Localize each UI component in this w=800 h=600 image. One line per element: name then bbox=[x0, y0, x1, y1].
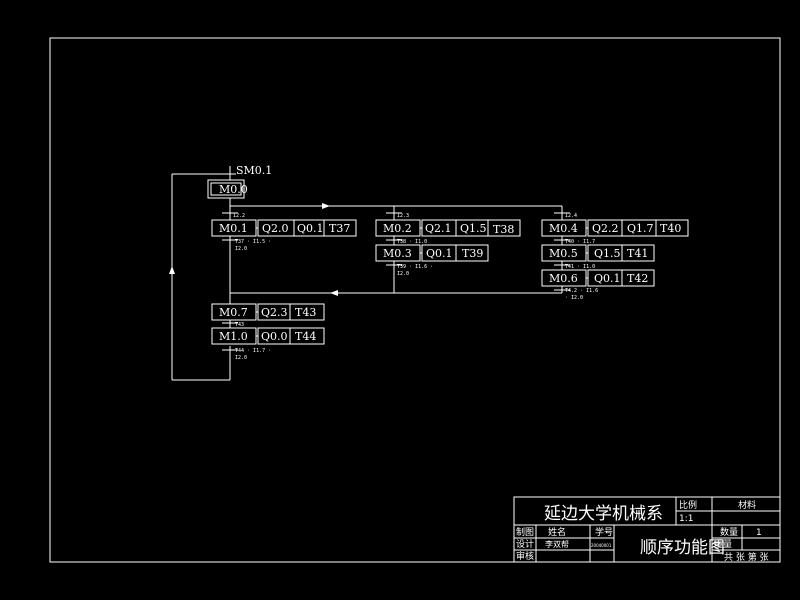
action-label: Q2.0 bbox=[262, 222, 289, 235]
transition-label: I2.0 bbox=[235, 355, 247, 361]
id-label: 学号 bbox=[595, 526, 613, 538]
left-branch: SM0.1 M0.0 I2.2 M0.1 Q2.0 Q0.1 T37 T37 ·… bbox=[169, 164, 357, 381]
action-m02-3 bbox=[487, 219, 521, 237]
designer-label: 设计 bbox=[516, 538, 534, 550]
transition-label: · I2.0 bbox=[565, 295, 583, 301]
transition-label: I2.0 bbox=[235, 246, 247, 252]
transition-label: I2.0 bbox=[397, 271, 409, 277]
drawing-frame bbox=[49, 37, 781, 563]
action-label: T42 bbox=[627, 272, 648, 285]
weight-label: 重量 bbox=[714, 538, 732, 550]
action-label: T44 bbox=[295, 330, 316, 343]
start-signal-label: SM0.1 bbox=[236, 164, 272, 177]
action-label: Q1.5 bbox=[460, 222, 487, 235]
step-m03-label: M0.3 bbox=[383, 247, 412, 260]
action-label: T37 bbox=[329, 222, 350, 235]
action-m10-2 bbox=[289, 327, 325, 345]
transition-label: T37 · I1.5 · bbox=[235, 239, 271, 245]
reviewer-label: 审核 bbox=[516, 550, 534, 562]
action-label: Q2.1 bbox=[425, 222, 452, 235]
qty-value: 1 bbox=[756, 528, 762, 538]
transition-label: T43 bbox=[235, 322, 244, 328]
action-label: Q1.5 bbox=[594, 247, 621, 260]
transition-label: T4.2 · I1.6 bbox=[565, 288, 598, 294]
drafter-label: 制图 bbox=[516, 526, 534, 538]
org-name: 延边大学机械系 bbox=[544, 504, 663, 524]
transition-label: I2.4 bbox=[565, 213, 577, 219]
step-m06-label: M0.6 bbox=[549, 272, 578, 285]
action-m04-3 bbox=[655, 219, 689, 237]
action-m06-2 bbox=[621, 269, 655, 287]
step-m10-label: M1.0 bbox=[219, 330, 248, 343]
transition-label: T39 · I1.6 · bbox=[397, 264, 433, 270]
step-m07-label: M0.7 bbox=[219, 306, 248, 319]
step-m00-inner bbox=[210, 182, 242, 196]
qty-label: 数量 bbox=[720, 526, 738, 538]
step-m01-label: M0.1 bbox=[219, 222, 248, 235]
action-label: T41 bbox=[627, 247, 648, 260]
action-m07-2 bbox=[289, 303, 325, 321]
action-label: T43 bbox=[295, 306, 316, 319]
action-m01-3 bbox=[323, 219, 357, 237]
drawing-title: 顺序功能图 bbox=[640, 538, 725, 558]
step-m02-label: M0.2 bbox=[383, 222, 412, 235]
middle-branch: I2.3 M0.2 Q2.1 Q1.5 T38 T38 · I1.0 M0.3 … bbox=[375, 206, 521, 293]
step-m00-label: M0.0 bbox=[219, 183, 248, 196]
action-label: Q0.1 bbox=[426, 247, 453, 260]
transition-label: I2.3 bbox=[397, 213, 409, 219]
transition-label: T41 · I1.0 bbox=[565, 264, 595, 270]
action-label: Q0.1 bbox=[297, 222, 324, 235]
action-label: T38 bbox=[493, 223, 514, 236]
action-label: Q1.7 bbox=[627, 222, 654, 235]
name-label: 姓名 bbox=[548, 526, 566, 538]
designer-name: 李双帮 bbox=[545, 539, 569, 549]
transition-label: I2.2 bbox=[233, 213, 245, 219]
flow-arrow-icon bbox=[322, 203, 330, 209]
flow-arrow-icon bbox=[330, 290, 338, 296]
transition-label: T44 · I1.7 · bbox=[235, 348, 271, 354]
scale-value: 1:1 bbox=[679, 514, 693, 524]
sheet-label: 共 张 第 张 bbox=[724, 551, 769, 563]
action-label: T39 bbox=[462, 247, 483, 260]
title-block: 延边大学机械系 比例 1:1 材料 制图 姓名 学号 设计 李双帮 200400… bbox=[513, 496, 781, 563]
action-label: Q2.3 bbox=[261, 306, 288, 319]
transition-label: T40 · I1.7 bbox=[565, 239, 595, 245]
material-label: 材料 bbox=[738, 499, 756, 511]
right-branch: I2.4 M0.4 Q2.2 Q1.7 T40 T40 · I1.7 M0.5 … bbox=[541, 206, 689, 301]
action-m05-2 bbox=[621, 244, 655, 262]
action-m03-2 bbox=[455, 244, 489, 262]
action-label: Q2.2 bbox=[592, 222, 619, 235]
action-label: T40 bbox=[660, 222, 681, 235]
loop-arrow-icon bbox=[169, 266, 175, 274]
transition-label: T38 · I1.0 bbox=[397, 239, 427, 245]
action-label: Q0.1 bbox=[594, 272, 621, 285]
student-id: 20040001 bbox=[591, 543, 612, 548]
action-label: Q0.0 bbox=[261, 330, 288, 343]
step-m04-label: M0.4 bbox=[549, 222, 578, 235]
step-m05-label: M0.5 bbox=[549, 247, 578, 260]
scale-label: 比例 bbox=[679, 499, 697, 511]
